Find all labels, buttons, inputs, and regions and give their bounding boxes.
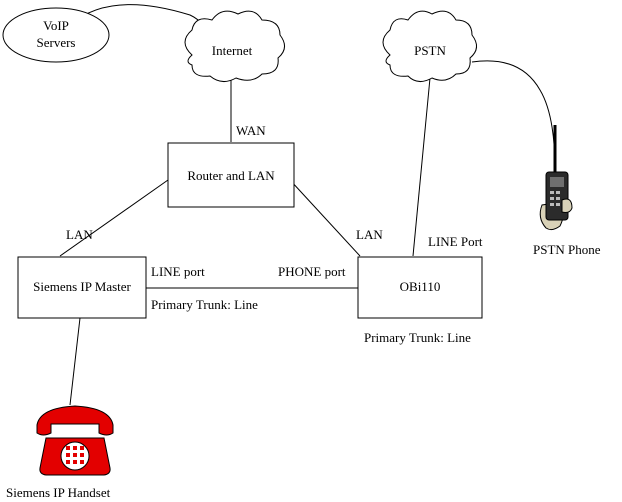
obi-node: OBi110 — [357, 256, 483, 319]
pstn-cloud: PSTN — [382, 10, 477, 82]
siemens-line-port-label: LINE port — [151, 264, 205, 279]
obi-phone-port-label: PHONE port — [278, 264, 346, 279]
internet-label: Internet — [212, 43, 253, 58]
voip-servers-label-2: Servers — [37, 35, 76, 50]
link-router-obi — [289, 179, 361, 257]
siemens-handset-label: Siemens IP Handset — [6, 485, 111, 500]
mobile-phone-icon — [539, 125, 573, 231]
link-pstn-phone — [471, 60, 556, 171]
lan-left-label: LAN — [66, 227, 93, 242]
wan-label: WAN — [236, 123, 266, 138]
lan-right-label: LAN — [356, 227, 383, 242]
siemens-master-label: Siemens IP Master — [33, 279, 131, 294]
link-router-siemens — [59, 179, 169, 257]
pstn-phone-label: PSTN Phone — [533, 242, 601, 257]
pstn-label: PSTN — [414, 43, 446, 58]
obi-line-port-label: LINE Port — [428, 234, 483, 249]
link-pstn-obi — [412, 77, 431, 257]
voip-servers-label-1: VoIP — [43, 18, 69, 33]
obi-label: OBi110 — [400, 279, 441, 294]
link-siemens-handset — [69, 317, 81, 406]
internet-cloud: Internet — [184, 10, 285, 82]
router-label: Router and LAN — [187, 168, 275, 183]
siemens-master-node: Siemens IP Master — [17, 256, 147, 319]
desk-phone-icon — [36, 405, 114, 476]
router-node: Router and LAN — [167, 142, 295, 208]
primary-trunk-left-label: Primary Trunk: Line — [151, 297, 258, 312]
voip-servers-node: VoIP Servers — [2, 7, 110, 63]
primary-trunk-right-label: Primary Trunk: Line — [364, 330, 471, 345]
